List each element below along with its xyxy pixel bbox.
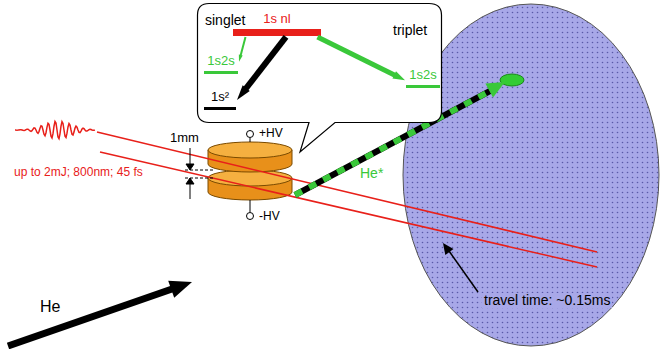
annotation: travel time: ~0.15ms xyxy=(482,293,612,308)
pointer-arrow xyxy=(443,243,478,292)
energy-level: 1s2s xyxy=(203,53,239,75)
level-bar xyxy=(233,29,321,36)
upper-plate xyxy=(208,142,292,172)
level-label: 1s² xyxy=(211,90,229,105)
hv-terminal xyxy=(247,213,254,220)
voltage-label: +HV xyxy=(259,127,283,140)
state-label: triplet xyxy=(393,23,427,38)
energy-level: 1s² xyxy=(203,89,237,111)
hv-wire xyxy=(250,200,251,212)
level-bar xyxy=(204,71,238,74)
lower-plate xyxy=(208,170,292,200)
hv-wire xyxy=(250,138,251,142)
level-bar xyxy=(406,85,440,88)
level-label: 1s2s xyxy=(207,54,234,69)
laser-pulse xyxy=(15,121,95,138)
beam-label: He* xyxy=(360,166,383,181)
laser-beam-edge xyxy=(97,132,597,252)
gap-dimension xyxy=(185,148,215,199)
hv-terminal xyxy=(247,131,254,138)
beam-label: He xyxy=(40,298,60,316)
level-label: 1s2s xyxy=(409,68,436,83)
helium-beam-arrow xyxy=(8,281,192,346)
dimension-label: 1mm xyxy=(170,131,199,145)
level-bar xyxy=(204,107,236,110)
state-label: singlet xyxy=(205,13,245,28)
bubble-outline xyxy=(198,4,442,153)
callout-bubble: singlet triplet 1s nl 1s2s 1s2s 1s² xyxy=(197,3,442,123)
energy-level: 1s nl xyxy=(232,11,322,37)
laser-parameters: up to 2mJ; 800nm; 45 fs xyxy=(14,166,143,179)
energy-level: 1s2s xyxy=(405,67,441,89)
voltage-label: -HV xyxy=(259,210,280,223)
level-label: 1s nl xyxy=(263,12,290,27)
detector-spot xyxy=(500,74,524,86)
